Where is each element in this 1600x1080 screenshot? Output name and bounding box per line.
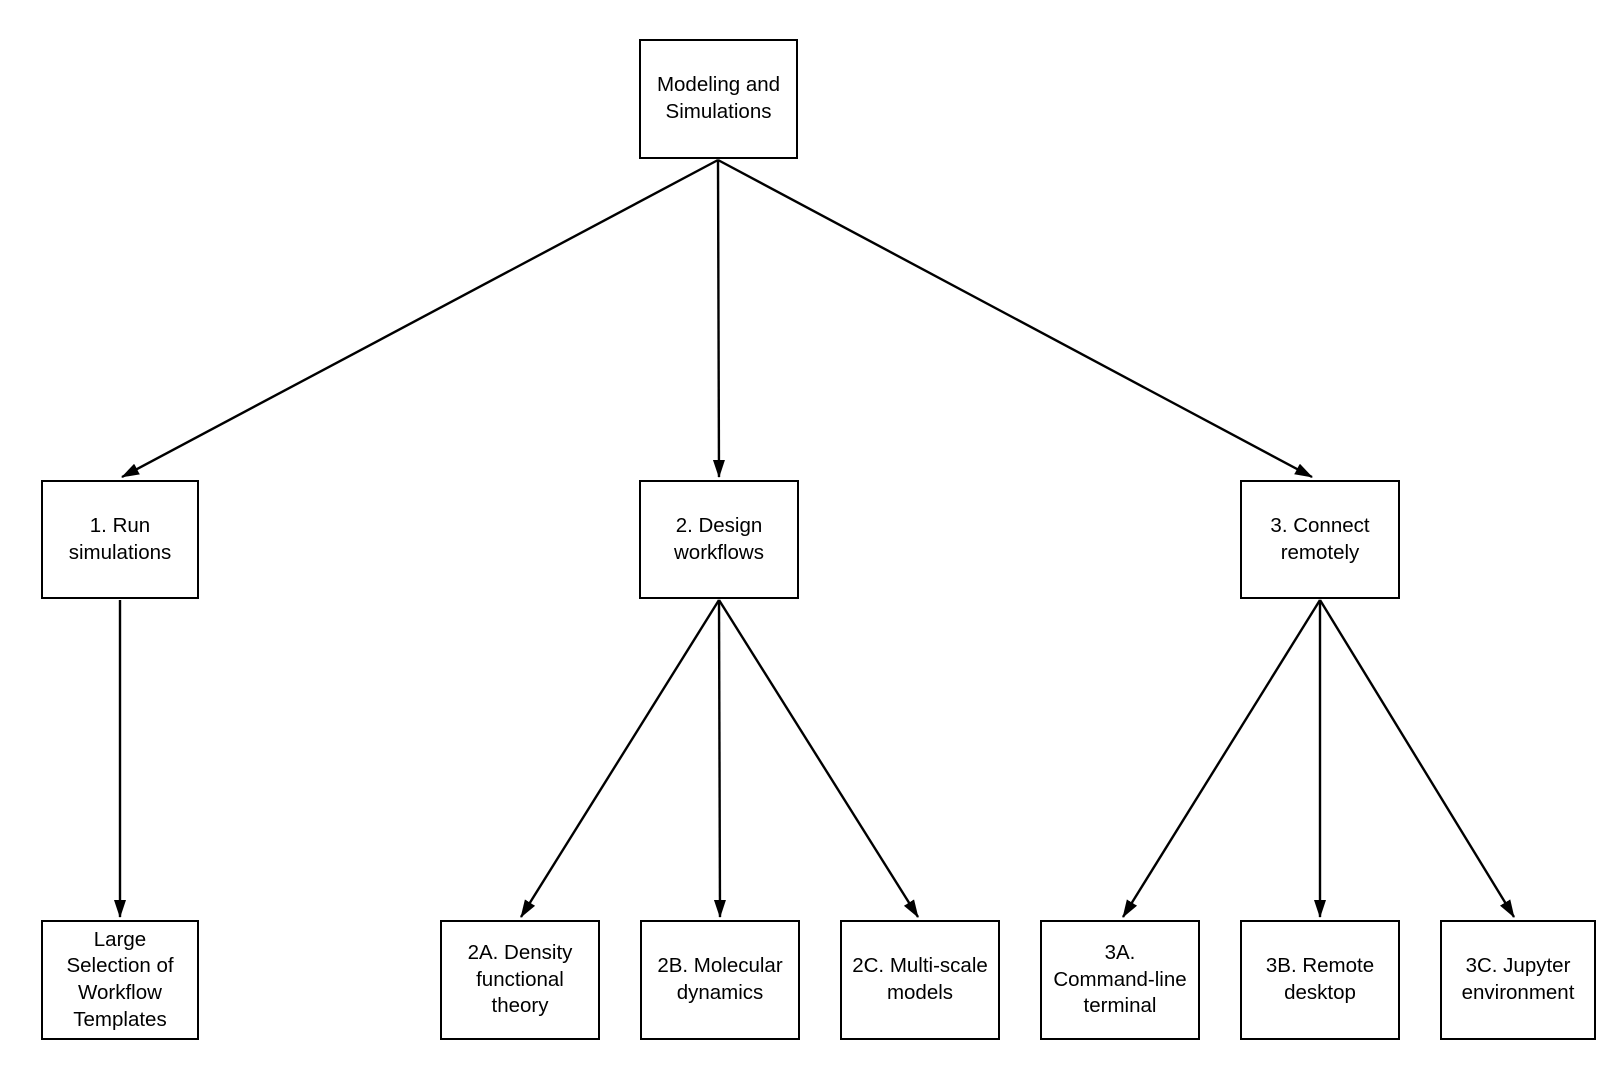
node-command-line-terminal: 3A. Command-line terminal [1040, 920, 1200, 1040]
node-run-simulations: 1. Run simulations [41, 480, 199, 599]
node-remote-desktop: 3B. Remote desktop [1240, 920, 1400, 1040]
edge-root-to-run-simulations [121, 158, 719, 479]
node-molecular-dynamics: 2B. Molecular dynamics [640, 920, 800, 1040]
edge-root-to-design-workflows [712, 159, 725, 478]
edge-connect-to-terminal [1121, 599, 1322, 918]
edge-design-to-molecular-dynamics [713, 599, 726, 918]
node-modeling-and-simulations: Modeling and Simulations [639, 39, 798, 159]
node-jupyter-environment: 3C. Jupyter environment [1440, 920, 1596, 1040]
node-workflow-templates: Large Selection of Workflow Templates [41, 920, 199, 1040]
node-multi-scale-models: 2C. Multi-scale models [840, 920, 1000, 1040]
edge-root-to-connect-remotely [717, 158, 1313, 479]
node-design-workflows: 2. Design workflows [639, 480, 799, 599]
node-density-functional-theory: 2A. Density functional theory [440, 920, 600, 1040]
edge-design-to-dft [519, 599, 721, 918]
node-connect-remotely: 3. Connect remotely [1240, 480, 1400, 599]
edge-connect-to-jupyter [1318, 599, 1516, 918]
edge-design-to-multiscale [717, 599, 920, 918]
